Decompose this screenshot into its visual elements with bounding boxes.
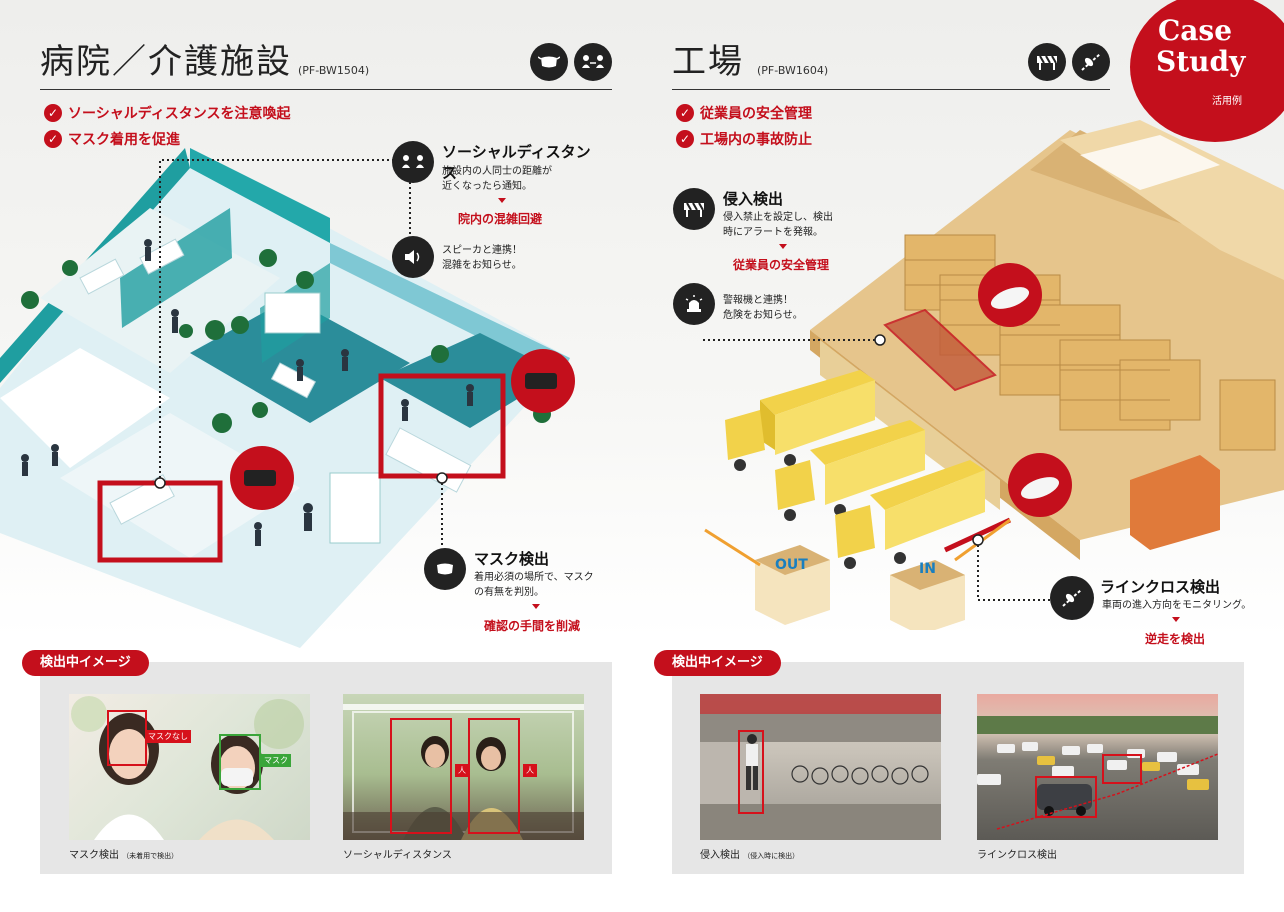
speaker-icon xyxy=(392,236,434,278)
barrier-icon xyxy=(1028,43,1066,81)
speaker-desc-2: 混雑をお知らせ。 xyxy=(442,260,522,271)
person-detection-box xyxy=(390,718,452,834)
mask-detection-result: 確認の手間を削減 xyxy=(484,619,581,633)
line-cross-photo xyxy=(977,694,1218,840)
person-detection-box xyxy=(468,718,520,834)
factory-illustration: OUT IN xyxy=(700,120,1284,630)
out-gate-label: OUT xyxy=(775,557,808,573)
hospital-header-icons xyxy=(530,43,612,81)
social-distance-result: 院内の混雑回避 xyxy=(458,212,543,226)
social-distance-heading: ソーシャルディスタンス xyxy=(442,143,591,182)
down-arrow-icon xyxy=(1172,617,1180,622)
line-cross-caption: ラインクロス検出 xyxy=(977,850,1057,861)
intruder-detection-box xyxy=(738,730,764,814)
badge-line-2: Study xyxy=(1156,45,1246,78)
line-cross-result: 逆走を検出 xyxy=(1145,632,1206,646)
check-item: ✓マスク着用を促進 xyxy=(44,129,290,149)
factory-title: 工場 xyxy=(672,42,744,82)
check-icon: ✓ xyxy=(44,130,62,148)
intrusion-photo xyxy=(700,694,941,840)
social-distance-icon xyxy=(392,141,434,183)
intrusion-desc-2: 時にアラートを発報。 xyxy=(723,227,823,238)
in-gate-label: IN xyxy=(919,561,936,577)
intrusion-heading: 侵入検出 xyxy=(723,190,784,208)
intrusion-caption: 侵入検出 （侵入時に検出） xyxy=(700,850,800,861)
hospital-title: 病院／介護施設 xyxy=(40,42,292,82)
mask-icon xyxy=(530,43,568,81)
hospital-checklist: ✓ソーシャルディスタンスを注意喚起 ✓マスク着用を促進 xyxy=(44,103,290,155)
mask-detection-photo: マスクなし マスク xyxy=(69,694,310,840)
down-arrow-icon xyxy=(779,244,787,249)
line-cross-icon xyxy=(1072,43,1110,81)
vehicle-detection-box xyxy=(1035,776,1097,818)
factory-checklist: ✓従業員の安全管理 ✓工場内の事故防止 xyxy=(676,103,812,155)
no-mask-detection-box xyxy=(107,710,147,766)
line-cross-callout: ラインクロス検出 車両の進入方向をモニタリング。 逆走を検出 xyxy=(1050,576,1260,656)
badge-line-3: 活用例 xyxy=(1212,96,1242,107)
mask-detection-desc-1: 着用必須の場所で、マスク xyxy=(474,572,594,583)
line-cross-heading: ラインクロス検出 xyxy=(1100,578,1221,596)
mask-label: マスク xyxy=(261,754,291,767)
social-distance-desc-1: 施設内の人同士の距離が xyxy=(442,166,552,177)
no-mask-label: マスクなし xyxy=(145,730,191,743)
factory-model: (PF-BW1604) xyxy=(757,64,829,77)
check-item: ✓従業員の安全管理 xyxy=(676,103,812,123)
intrusion-callout: 侵入検出 侵入禁止を設定し、検出 時にアラートを発報。 従業員の安全管理 警報機… xyxy=(673,188,843,328)
intrusion-desc-1: 侵入禁止を設定し、検出 xyxy=(723,212,833,223)
factory-detection-tag: 検出中イメージ xyxy=(654,650,781,676)
hospital-illustration xyxy=(0,148,580,648)
social-distance-desc-2: 近くなったら通知。 xyxy=(442,181,532,192)
person-label: 人 xyxy=(523,764,537,777)
line-cross-desc: 車両の進入方向をモニタリング。 xyxy=(1102,600,1252,611)
check-item: ✓工場内の事故防止 xyxy=(676,129,812,149)
line-cross-icon xyxy=(1050,576,1094,620)
check-item: ✓ソーシャルディスタンスを注意喚起 xyxy=(44,103,290,123)
hospital-detection-panel: マスクなし マスク マスク検出 （未着用で検出） 人 人 ソーシャルディスタンス xyxy=(40,662,612,874)
person-label: 人 xyxy=(455,764,469,777)
hospital-model: (PF-BW1504) xyxy=(298,64,370,77)
factory-section-header: 工場 (PF-BW1604) xyxy=(672,40,1110,90)
check-icon: ✓ xyxy=(44,104,62,122)
hospital-detection-tag: 検出中イメージ xyxy=(22,650,149,676)
alarm-desc-1: 警報機と連携！ xyxy=(723,295,793,306)
alarm-desc-2: 危険をお知らせ。 xyxy=(723,310,803,321)
mask-detection-callout: マスク検出 着用必須の場所で、マスク の有無を判別。 確認の手間を削減 xyxy=(424,548,614,638)
mask-detection-heading: マスク検出 xyxy=(474,550,550,568)
factory-detection-panel: 侵入検出 （侵入時に検出） xyxy=(672,662,1244,874)
mask-detection-desc-2: の有無を判別。 xyxy=(474,587,544,598)
badge-line-1: Case xyxy=(1158,14,1233,47)
social-distance-caption: ソーシャルディスタンス xyxy=(343,850,452,861)
hospital-section-header: 病院／介護施設 (PF-BW1504) xyxy=(40,40,612,90)
mask-detection-caption: マスク検出 （未着用で検出） xyxy=(69,850,179,861)
social-distance-icon xyxy=(574,43,612,81)
speaker-desc-1: スピーカと連携！ xyxy=(442,245,522,256)
case-study-badge: Case Study 活用例 xyxy=(1130,0,1284,142)
check-icon: ✓ xyxy=(676,104,694,122)
mask-icon xyxy=(424,548,466,590)
vehicle-detection-box xyxy=(1102,754,1142,784)
social-distance-photo: 人 人 xyxy=(343,694,584,840)
down-arrow-icon xyxy=(498,198,506,203)
factory-header-icons xyxy=(1028,43,1110,81)
barrier-icon xyxy=(673,188,715,230)
mask-detection-box xyxy=(219,734,261,790)
down-arrow-icon xyxy=(532,604,540,609)
social-distance-callout: ソーシャルディスタンス 施設内の人同士の距離が 近くなったら通知。 院内の混雑回… xyxy=(392,141,602,281)
alarm-light-icon xyxy=(673,283,715,325)
intrusion-result: 従業員の安全管理 xyxy=(733,258,830,272)
check-icon: ✓ xyxy=(676,130,694,148)
